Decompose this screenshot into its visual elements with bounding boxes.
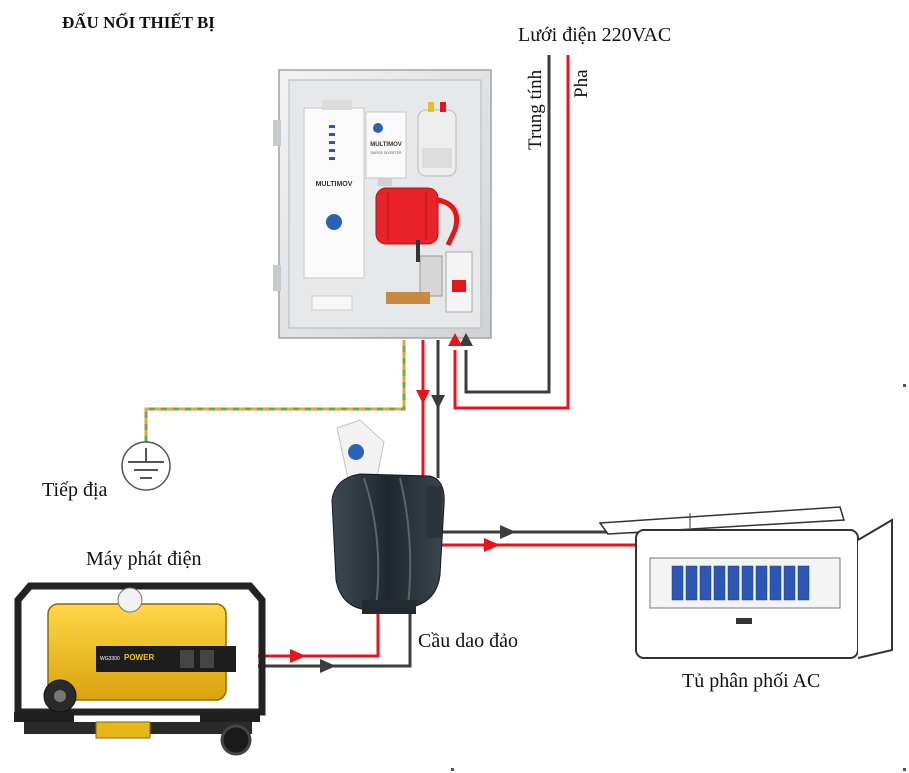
capacitor xyxy=(417,102,457,177)
transfer-switch-label: Cầu dao đảo xyxy=(418,630,518,652)
module-main-label: MULTIMOV xyxy=(316,181,353,188)
arrow-right-icon xyxy=(290,649,306,663)
generator-brand: POWER xyxy=(124,653,154,662)
terminal-block xyxy=(386,240,473,313)
grid-neutral-wire xyxy=(464,55,551,394)
transfer-switch xyxy=(331,419,445,614)
page-mark xyxy=(903,384,906,387)
brand-logo-icon xyxy=(326,214,342,230)
arrow-right-icon xyxy=(320,659,336,673)
brand-logo-icon xyxy=(348,444,364,460)
page-mark xyxy=(451,768,454,771)
red-filter-coil xyxy=(375,187,460,247)
arrow-up-icon xyxy=(459,333,473,346)
module-sub-label: MULTIMOV xyxy=(370,142,402,148)
generator-model: WG3300 xyxy=(100,656,120,662)
generator: POWER WG3300 xyxy=(14,582,266,756)
arrow-down-icon xyxy=(431,395,445,409)
grid-label: Lưới điện 220VAC xyxy=(518,24,671,46)
arrow-right-icon xyxy=(484,538,500,552)
generator-label: Máy phát điện xyxy=(86,548,202,570)
grid-phase-wire xyxy=(453,55,570,410)
arrow-up-icon xyxy=(448,333,462,346)
generator-phase-wire xyxy=(258,612,380,658)
multimov-main-module: MULTIMOV xyxy=(303,100,365,279)
generator-neutral-wire xyxy=(258,612,412,668)
neutral-label: Trung tính xyxy=(525,69,546,150)
distribution-board-label: Tủ phân phối AC xyxy=(682,670,820,692)
module-sub-caption: SURGE DIVERTER xyxy=(370,151,402,155)
ground-label: Tiếp địa xyxy=(42,479,108,501)
page-title: ĐẤU NỐI THIẾT BỊ xyxy=(62,12,215,32)
surge-protection-box: MULTIMOV MULTIMOV SURGE DIVERTER xyxy=(273,69,492,339)
page-mark xyxy=(903,768,906,771)
arrow-down-icon xyxy=(416,390,430,404)
arrow-right-icon xyxy=(500,525,516,539)
distribution-board xyxy=(598,506,893,659)
phase-label: Pha xyxy=(571,69,592,98)
multimov-small-module: MULTIMOV SURGE DIVERTER xyxy=(365,111,407,186)
ground-symbol xyxy=(121,441,171,491)
